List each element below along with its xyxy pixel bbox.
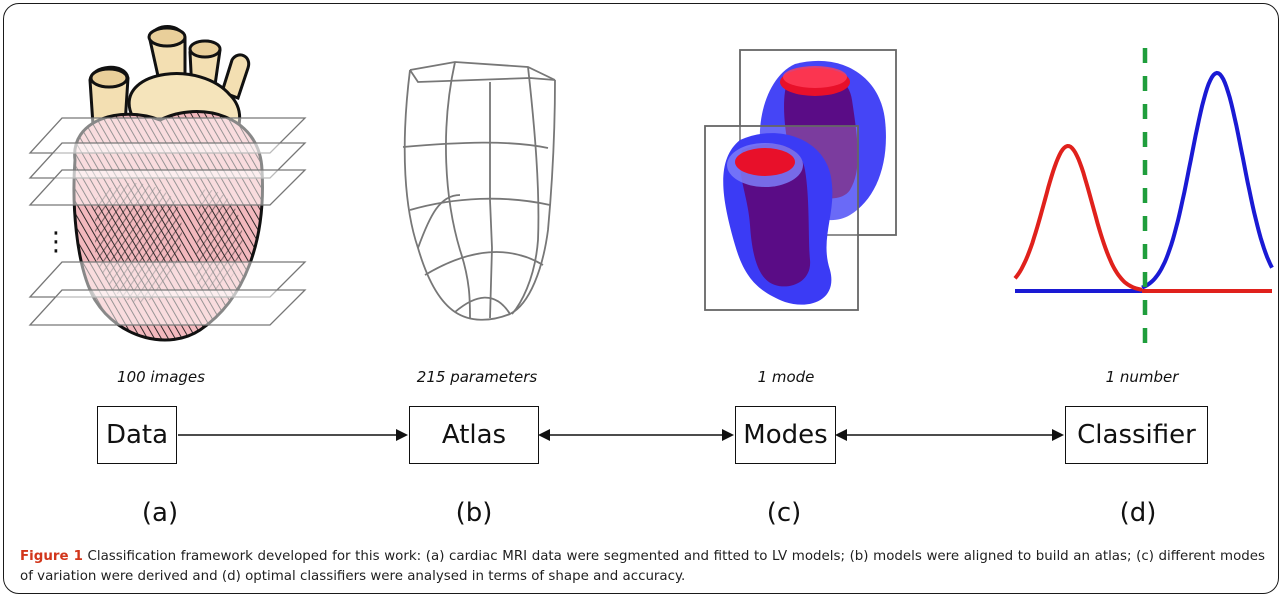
figure-frame [3, 3, 1279, 594]
box-atlas: Atlas [409, 406, 539, 464]
subtitle-atlas: 215 parameters [416, 368, 538, 386]
label-c: (c) [766, 498, 802, 528]
caption-label: Figure 1 [20, 549, 83, 564]
label-b: (b) [455, 498, 493, 528]
subtitle-data: 100 images [117, 368, 205, 386]
figure-caption: Figure 1 Classification framework develo… [20, 547, 1265, 587]
box-modes: Modes [735, 406, 836, 464]
label-a: (a) [141, 498, 179, 528]
ellipsis-marker: ⋮ [43, 227, 69, 257]
label-d: (d) [1119, 498, 1157, 528]
box-classifier: Classifier [1065, 406, 1208, 464]
lv-mesh-icon [402, 61, 556, 321]
lv-shape-modes-icon [704, 49, 897, 311]
gaussian-classifier-icon [1013, 48, 1274, 348]
box-data: Data [97, 406, 177, 464]
subtitle-classifier: 1 number [1105, 368, 1179, 386]
caption-text: Classification framework developed for t… [20, 549, 1265, 584]
mri-slice-stack-icon [28, 117, 307, 326]
subtitle-modes: 1 mode [757, 368, 815, 386]
